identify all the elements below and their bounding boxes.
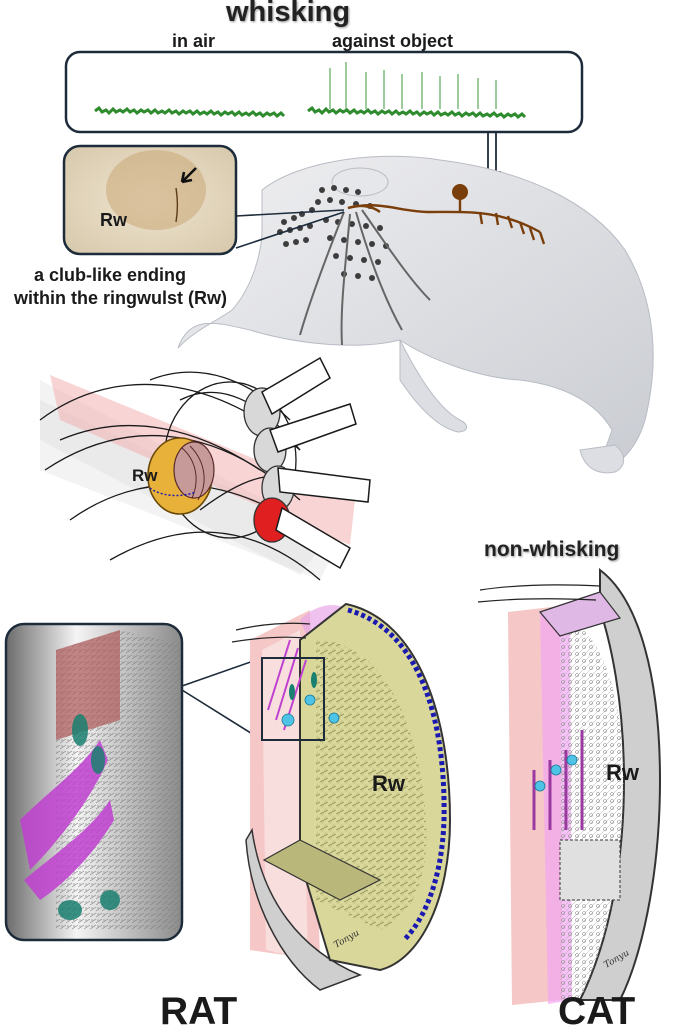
against-object-label: against object (332, 31, 454, 51)
trace-against-object (307, 105, 527, 119)
histology-rw-label: Rw (100, 210, 127, 230)
sem-neurons (20, 740, 114, 900)
cat-rw-label: Rw (606, 760, 639, 785)
histology-inset (62, 144, 238, 256)
follicle-cluster (39, 356, 371, 581)
sem-connector-lines (181, 657, 263, 741)
hind-paw (579, 444, 625, 474)
page-title: whisking (226, 0, 351, 28)
in-air-label: in air (172, 31, 216, 51)
cat-species-label: CAT (558, 990, 636, 1033)
rat-species-label: RAT (160, 990, 238, 1033)
histology-caption-line1: a club-like ending (34, 265, 187, 285)
cat-follicle-section (477, 567, 662, 1005)
follicle-rw-label: Rw (132, 466, 158, 485)
front-paw (399, 339, 467, 433)
cat-heading: non-whisking (484, 538, 620, 561)
rat-rw-label: Rw (372, 771, 405, 796)
zoom-box (261, 657, 325, 741)
neuron-soma (452, 184, 468, 200)
trace-in-air (94, 105, 286, 118)
histology-caption-line2: within the ringwulst (Rw) (14, 288, 227, 308)
hair-shafts (261, 356, 371, 570)
arrow-icon (180, 167, 197, 184)
whiskers (299, 209, 431, 346)
sem-inset (4, 622, 184, 942)
inset-connector-lines (235, 209, 345, 249)
rat-follicle-section (231, 602, 452, 991)
recording-panel (64, 50, 584, 134)
trigeminal-neuron (347, 184, 546, 245)
